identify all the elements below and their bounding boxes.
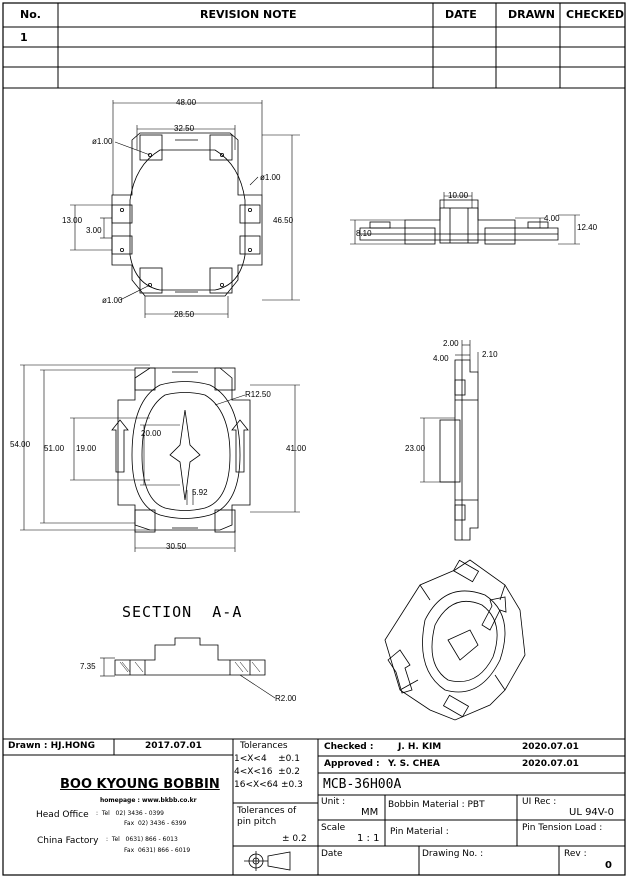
dim-side-left: 8.10	[356, 229, 372, 238]
title-block-grid	[3, 738, 625, 875]
dim-inner-width: 32.50	[174, 124, 195, 133]
dim-right-23: 23.00	[405, 444, 426, 453]
dim-front-h20: 20.00	[141, 429, 162, 438]
company-name: BOO KYOUNG BOBBIN	[60, 777, 220, 792]
revision-table-grid	[3, 3, 625, 89]
tolerance-1: 1<X<4 ±0.1	[234, 754, 300, 764]
china-factory-tel: : Tel 0631) 866 - 6013	[106, 836, 178, 843]
scale-value: 1 : 1	[357, 833, 380, 844]
dim-front-h54: 54.00	[10, 440, 31, 449]
top-view	[111, 132, 263, 297]
side-view	[359, 199, 559, 245]
pin-tol-value: ± 0.2	[282, 834, 307, 844]
dim-right-2: 2.00	[443, 339, 459, 348]
approved-name: Y. S. CHEA	[388, 759, 440, 769]
dim-right-21: 2.10	[482, 350, 498, 359]
dim-front-h19: 19.00	[76, 444, 97, 453]
date-label: Date	[321, 849, 343, 859]
head-office-tel: : Tel 02) 3436 - 0399	[96, 810, 164, 817]
unit-label: Unit :	[321, 797, 346, 807]
dim-side-right-12: 12.40	[577, 223, 598, 232]
dim-height: 46.50	[273, 216, 294, 225]
drawn-date: 2017.07.01	[145, 741, 202, 751]
checked-label: Checked :	[324, 742, 374, 752]
dim-front-h51: 51.00	[44, 444, 65, 453]
dim-side-top: 10.00	[448, 191, 469, 200]
dim-front-h41: 41.00	[286, 444, 307, 453]
bobbin-material: Bobbin Material : PBT	[388, 800, 485, 810]
dim-hole-tr: ø1.00	[260, 173, 281, 182]
unit-value: MM	[361, 807, 379, 818]
rev-header-no: No.	[20, 8, 41, 21]
dim-front-w592: 5.92	[192, 488, 208, 497]
right-view	[439, 359, 479, 541]
tolerance-3: 16<X<64 ±0.3	[234, 780, 303, 790]
side-view-dimensions	[350, 192, 580, 245]
section-dimensions	[100, 657, 276, 699]
rev-label: Rev :	[564, 849, 587, 859]
tolerances-label: Tolerances	[240, 741, 288, 751]
dim-side-right-4: 4.00	[544, 214, 560, 223]
section-view	[114, 637, 266, 676]
approved-label: Approved :	[324, 759, 380, 769]
pin-tol-label: Tolerances of pin pitch	[237, 806, 297, 827]
china-factory-fax: Fax 0631) 866 - 6019	[124, 847, 191, 854]
dim-right-4: 4.00	[433, 354, 449, 363]
pin-material: Pin Material :	[390, 827, 449, 837]
section-title: SECTION A-A	[122, 603, 243, 621]
rev-row-1-no: 1	[20, 31, 28, 44]
ul-label: UI Rec :	[522, 797, 557, 807]
front-view-dimensions	[20, 364, 300, 552]
part-number: MCB-36H00A	[323, 777, 402, 792]
homepage: homepage : www.bkbb.co.kr	[100, 797, 197, 804]
dim-hole-bl: ø1.00	[102, 296, 123, 305]
scale-label: Scale	[321, 823, 346, 833]
checked-name: J. H. KIM	[398, 742, 442, 752]
head-office-fax: Fax 02) 3436 - 6399	[124, 820, 187, 827]
checked-date: 2020.07.01	[522, 742, 579, 752]
rev-header-note: REVISION NOTE	[200, 8, 297, 21]
dim-bottom-width: 28.50	[174, 310, 195, 319]
approved-date: 2020.07.01	[522, 759, 579, 769]
tolerance-2: 4<X<16 ±0.2	[234, 767, 301, 777]
dim-section-radius: R2.00	[275, 694, 297, 703]
ul-value: UL 94V-0	[569, 807, 615, 818]
front-view	[111, 367, 251, 533]
dim-left-13: 13.00	[62, 216, 83, 225]
pin-tension: Pin Tension Load :	[522, 823, 603, 833]
dim-front-r: R12.50	[245, 390, 271, 399]
drawing-number-label: Drawing No. :	[422, 849, 484, 859]
china-factory-label: China Factory	[37, 836, 99, 846]
top-view-dimensions	[70, 100, 300, 318]
dim-section-height: 7.35	[80, 662, 96, 671]
dim-front-w3050: 30.50	[166, 542, 187, 551]
isometric-view	[384, 559, 526, 721]
dim-hole-tl: ø1.00	[92, 137, 113, 146]
rev-header-date: DATE	[445, 8, 477, 21]
projection-symbol-icon	[244, 851, 291, 871]
rev-header-drawn: DRAWN	[508, 8, 555, 21]
rev-header-checked: CHECKED	[566, 8, 625, 21]
drawn-label: Drawn : HJ.HONG	[8, 741, 95, 751]
head-office-label: Head Office	[36, 810, 89, 820]
right-view-dimensions	[420, 340, 479, 483]
rev-value: 0	[605, 860, 612, 871]
dim-left-3: 3.00	[86, 226, 102, 235]
dim-overall-width: 48.00	[176, 98, 197, 107]
